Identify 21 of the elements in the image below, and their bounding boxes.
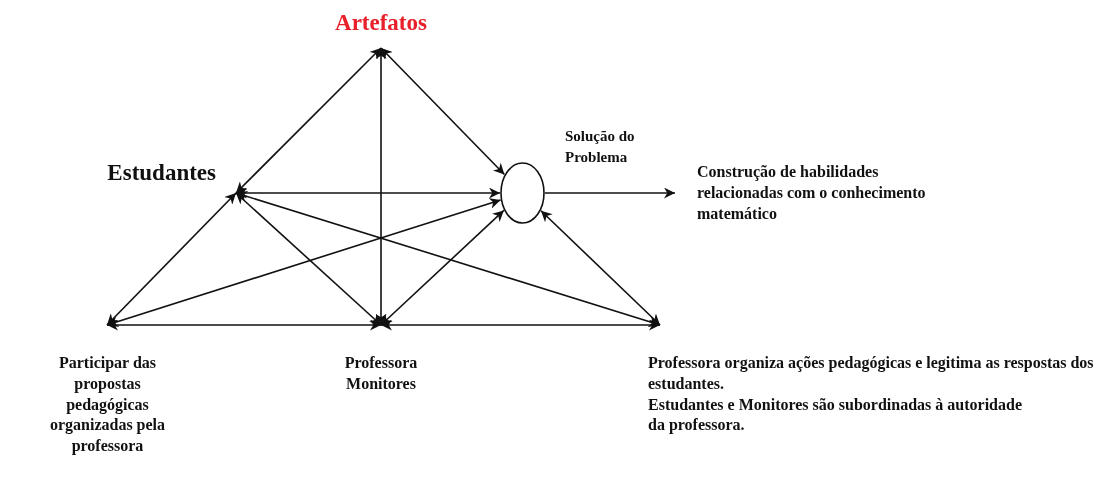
node-label: Estudantes bbox=[106, 159, 216, 187]
arrow bbox=[380, 47, 506, 176]
node-label: Participar das propostas pedagógicas organizadas pela professora bbox=[48, 353, 167, 457]
arrow bbox=[380, 209, 505, 326]
node-label: Professora bbox=[343, 353, 419, 373]
node-label: Artefatos bbox=[334, 9, 428, 37]
node-label: Construção de habilidades relacionadas com o conhecimento matemático bbox=[697, 162, 927, 224]
arrow bbox=[540, 209, 661, 326]
arrow bbox=[235, 192, 382, 326]
arrow bbox=[235, 187, 501, 199]
arrow bbox=[106, 319, 382, 331]
arrow bbox=[380, 319, 661, 331]
arrow bbox=[106, 198, 502, 327]
node-label: Estudantes e Monitores são subordinadas à autoridade da professora. bbox=[648, 394, 1023, 436]
node-label: Monitores bbox=[345, 373, 417, 394]
node-label: Solução do Problema bbox=[565, 127, 636, 167]
arrow bbox=[544, 187, 676, 199]
node-label: Professora organiza ações pedagógicas e legitima as respostas dos estudantes. bbox=[648, 353, 1095, 394]
arrow bbox=[235, 47, 382, 194]
arrow bbox=[106, 192, 237, 326]
arrow bbox=[375, 47, 387, 326]
